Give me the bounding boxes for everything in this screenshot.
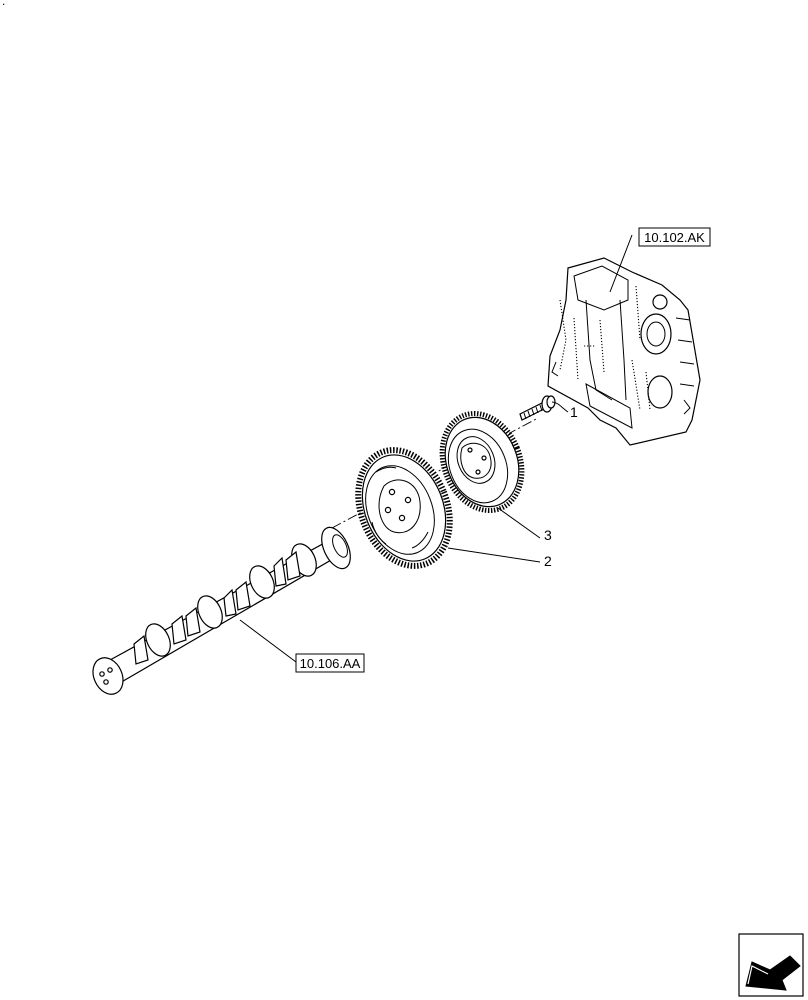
arrow-icon	[738, 933, 804, 997]
ref-label-front-cover: 10.102.AK	[644, 230, 705, 245]
corner-mark: .	[2, 0, 6, 8]
leader-gear-small	[497, 507, 541, 539]
callout-gear-large: 2	[544, 553, 552, 569]
leader-bolt	[551, 401, 569, 413]
leader-front-cover	[609, 234, 633, 293]
gear-small	[439, 411, 525, 513]
gear-large	[355, 447, 453, 569]
leader-gear-large	[447, 547, 541, 563]
front-cover	[547, 257, 701, 446]
callout-gear-small: 3	[544, 527, 552, 543]
ref-box-camshaft[interactable]: 10.106.AA	[295, 653, 365, 673]
leader-camshaft	[239, 619, 297, 663]
ref-label-camshaft: 10.106.AA	[300, 656, 361, 671]
camshaft	[92, 526, 351, 695]
ref-box-front-cover[interactable]: 10.102.AK	[638, 227, 711, 247]
bolt	[519, 395, 556, 421]
callout-bolt: 1	[570, 404, 578, 420]
